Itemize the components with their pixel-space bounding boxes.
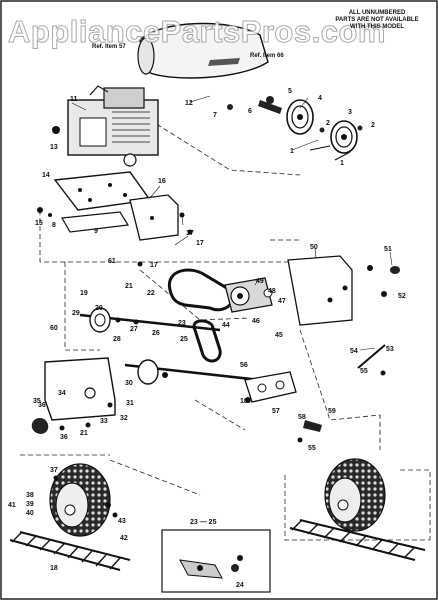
part-label-42: 42 [120,535,128,542]
part-label-9: 9 [94,228,98,235]
part-label-17: 17 [186,230,194,237]
watermark: AppliancePartsPros.com [8,14,386,50]
part-label-47: 47 [278,298,286,305]
part-label-37: 37 [50,467,58,474]
part-label-58: 58 [298,414,306,421]
header-note-line: WITH THIS MODEL [350,24,404,30]
part-label-14: 14 [42,172,50,179]
part-label-50: 50 [310,244,318,251]
part-label-3: 3 [348,109,352,116]
part-label-11: 11 [70,96,78,103]
part-label-18: 18 [50,565,58,572]
part-label-20: 20 [95,305,103,312]
part-label-22: 22 [147,290,155,297]
part-label-55: 55 [360,368,368,375]
part-label-41: 41 [8,502,16,509]
part-label-12: 12 [185,100,193,107]
part-label-17: 17 [150,262,158,269]
part-label-19: 19 [80,290,88,297]
bracket [129,194,193,267]
part-label-57: 57 [272,408,280,415]
part-label-26: 26 [152,330,160,337]
part-label-28: 28 [113,336,121,343]
part-label-36: 36 [38,402,46,409]
part-label-24: 24 [236,582,244,589]
ref-label: Ref. Item 57 [92,44,126,50]
axle-bracket [244,344,386,443]
header-note-line: ALL UNNUMBERED [348,10,406,16]
leader-lines [71,95,393,351]
part-label-21: 21 [80,430,88,437]
belt-guard [137,22,269,79]
side-bracket [287,255,400,326]
part-label-52: 52 [398,293,406,300]
part-label-61: 61 [108,258,116,265]
part-label-5: 5 [288,88,292,95]
left-frame-plate [31,357,116,434]
part-label-35: 35 [33,398,41,405]
part-label-17: 17 [196,240,204,247]
part-label-46: 46 [252,318,260,325]
part-label-31: 31 [126,400,134,407]
part-label-16: 16 [158,178,166,185]
part-label-18: 18 [240,398,248,405]
left-track [9,531,131,571]
engine [52,85,159,167]
part-label-40: 40 [26,510,34,517]
gearbox [224,277,273,313]
part-label-25: 25 [180,336,188,343]
part-label-6: 6 [248,108,252,115]
part-label-36: 36 [60,434,68,441]
part-label-2: 2 [371,122,375,129]
part-label-38: 38 [26,492,34,499]
part-label-33: 33 [100,418,108,425]
part-label-2: 2 [326,120,330,127]
part-label-59: 59 [328,408,336,415]
part-label-21: 21 [125,283,133,290]
part-label-48: 48 [268,288,276,295]
part-label-54: 54 [350,348,358,355]
mount-plate [37,171,152,233]
part-label-51: 51 [384,246,392,253]
part-label-1: 1 [340,160,344,167]
part-label-7: 7 [213,112,217,119]
part-label-13: 13 [50,144,58,151]
inset-box [161,529,271,593]
ref-label: Ref. Item 66 [250,53,284,59]
left-wheel [49,463,118,537]
right-wheel [324,458,386,532]
part-label-53: 53 [386,346,394,353]
pulley-assembly [227,96,363,161]
part-label-55: 55 [308,445,316,452]
part-label-44: 44 [222,322,230,329]
inset-label: 23 — 25 [190,519,217,526]
header-note: ALL UNNUMBERED PARTS ARE NOT AVAILABLE W… [322,10,432,31]
part-label-15: 15 [35,220,43,227]
part-label-4: 4 [318,95,322,102]
drive-belt [167,268,235,363]
part-label-49: 49 [256,278,264,285]
right-track [289,519,426,561]
part-label-34: 34 [58,390,66,397]
part-label-27: 27 [130,326,138,333]
part-label-1: 1 [290,148,294,155]
part-label-32: 32 [120,415,128,422]
main-shaft [79,307,261,385]
part-label-23: 23 [178,320,186,327]
part-label-60: 60 [50,325,58,332]
part-label-39: 39 [26,501,34,508]
part-label-45: 45 [275,332,283,339]
part-label-29: 29 [72,310,80,317]
part-label-43: 43 [118,518,126,525]
header-note-line: PARTS ARE NOT AVAILABLE [335,17,419,23]
part-label-8: 8 [52,222,56,229]
part-label-30: 30 [125,380,133,387]
part-label-56: 56 [240,362,248,369]
